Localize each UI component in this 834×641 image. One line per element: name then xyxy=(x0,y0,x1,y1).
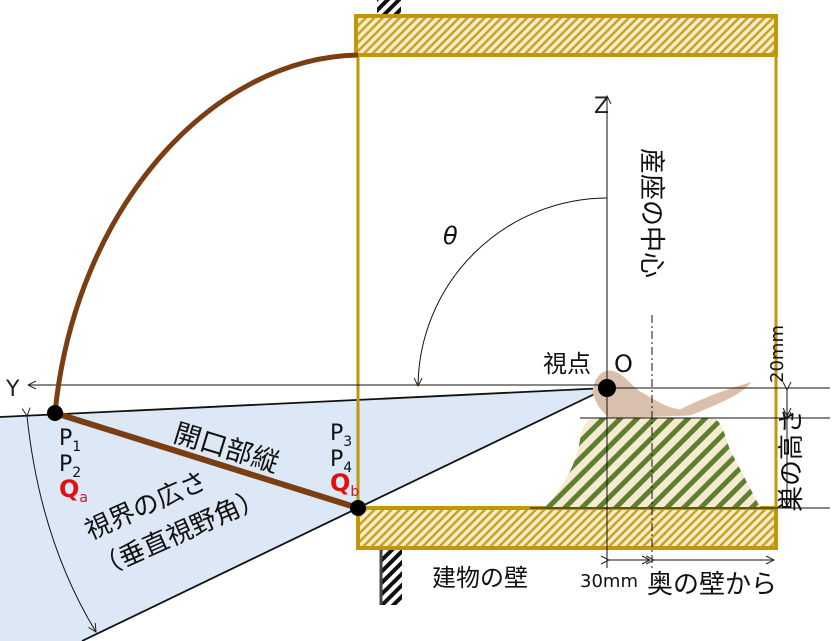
svg-text:Qa: Qa xyxy=(59,475,88,506)
viewpoint-o xyxy=(598,379,616,397)
dim-30mm-label: 30mm xyxy=(580,571,638,592)
back-wall-label: 奥の壁から xyxy=(647,570,777,600)
qb-label: Qb xyxy=(330,469,359,500)
theta-arc xyxy=(418,197,608,386)
nest-height-label: 巣の高さ xyxy=(777,408,807,512)
theta-label: θ xyxy=(443,222,458,250)
fov-lower-ray xyxy=(81,387,608,641)
building-wall-label: 建物の壁 xyxy=(432,564,528,592)
z-axis-label: Z xyxy=(594,94,609,119)
svg-text:P2: P2 xyxy=(59,452,81,481)
nest-center-label: 産座の中心 xyxy=(636,148,666,278)
fov-angle-arc xyxy=(27,416,96,632)
svg-text:P3: P3 xyxy=(330,421,352,450)
box-top-board xyxy=(354,14,778,57)
viewpoint-label: 視点 xyxy=(543,350,591,378)
box-bottom-board xyxy=(356,506,778,550)
svg-text:P4: P4 xyxy=(330,447,352,476)
origin-label: O xyxy=(614,350,633,378)
point-qb xyxy=(350,500,366,516)
point-p1 xyxy=(47,405,63,421)
p4-label: P4 xyxy=(330,447,352,476)
bird xyxy=(592,370,752,419)
door-swing-arc xyxy=(52,52,359,414)
p1-label: P1 xyxy=(59,426,81,455)
field-of-view-area xyxy=(0,388,607,641)
qa-label: Qa xyxy=(59,475,88,506)
svg-text:Qb: Qb xyxy=(330,469,359,500)
fov-upper-ray xyxy=(0,387,608,418)
p3-label: P3 xyxy=(330,421,352,450)
p2-label: P2 xyxy=(59,452,81,481)
dim-20mm-label: 20mm xyxy=(767,325,788,383)
opening-vertical-line xyxy=(54,410,359,511)
svg-text:P1: P1 xyxy=(59,426,81,455)
building-wall-top xyxy=(377,0,401,15)
y-axis-label: Y xyxy=(5,377,20,402)
building-wall-bottom xyxy=(380,549,402,605)
